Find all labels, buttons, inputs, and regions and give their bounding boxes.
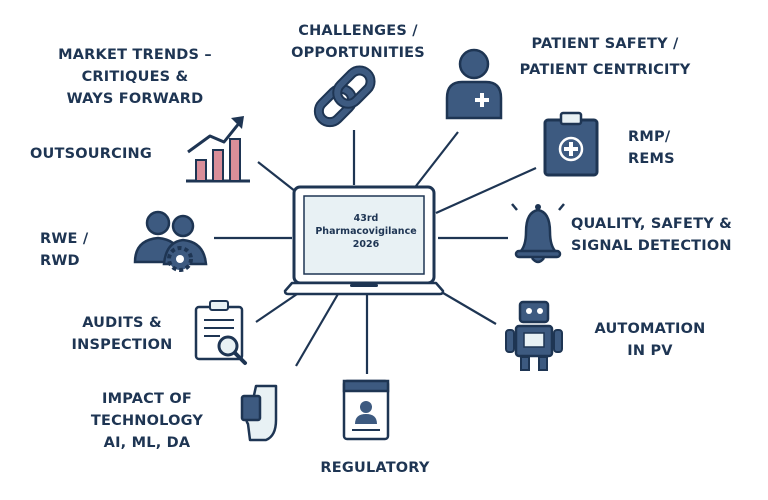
id-badge-icon xyxy=(342,379,390,441)
audit-clipboard-icon xyxy=(194,300,247,365)
label-market-trends-line-2: CRITIQUES & xyxy=(81,69,189,85)
label-patient-safety: PATIENT SAFETY / PATIENT CENTRICITY xyxy=(505,31,705,83)
label-rmp-line-1: RMP/ xyxy=(628,129,671,145)
label-rwe: RWE / RWD xyxy=(40,228,110,272)
label-regulatory: REGULATORY xyxy=(300,457,450,479)
event-title-line-1: 43rd xyxy=(353,213,379,224)
label-rwe-line-1: RWE / xyxy=(40,231,89,247)
event-title: 43rd Pharmacovigilance 2026 xyxy=(308,212,424,251)
label-outsourcing: OUTSOURCING xyxy=(30,143,170,165)
label-impact: IMPACT OF TECHNOLOGY AI, ML, DA xyxy=(82,388,212,454)
label-market-trends-line-1: MARKET TRENDS – xyxy=(58,47,212,63)
connector-impact xyxy=(295,293,339,367)
label-rmp-line-2: REMS xyxy=(628,151,675,167)
label-quality: QUALITY, SAFETY & SIGNAL DETECTION xyxy=(571,213,761,257)
label-outsourcing-line-1: OUTSOURCING xyxy=(30,146,152,162)
label-impact-line-1: IMPACT OF xyxy=(102,391,192,407)
label-audits-line-2: INSPECTION xyxy=(71,337,173,353)
laptop-icon xyxy=(283,185,445,296)
label-automation: AUTOMATION IN PV xyxy=(590,318,710,362)
event-title-line-3: 2026 xyxy=(352,239,380,250)
label-rwe-line-2: RWD xyxy=(40,253,80,269)
label-challenges-line-1: CHALLENGES / xyxy=(298,23,418,39)
connector-market-trends xyxy=(257,161,301,196)
connector-automation xyxy=(437,289,497,325)
label-market-trends-line-3: WAYS FORWARD xyxy=(66,91,204,107)
robot-icon xyxy=(505,300,563,371)
label-regulatory-line-1: REGULATORY xyxy=(320,460,430,476)
connector-patient-safety xyxy=(415,131,459,187)
medical-clipboard-icon xyxy=(543,111,599,177)
label-impact-line-3: AI, ML, DA xyxy=(103,435,191,451)
connector-audits xyxy=(255,291,301,323)
connector-rmp xyxy=(435,166,537,215)
label-challenges: CHALLENGES / OPPORTUNITIES xyxy=(282,20,434,64)
label-patient-safety-line-2: PATIENT CENTRICITY xyxy=(519,62,691,78)
label-market-trends: MARKET TRENDS – CRITIQUES & WAYS FORWARD xyxy=(50,44,220,110)
label-automation-line-2: IN PV xyxy=(627,343,673,359)
label-quality-line-1: QUALITY, SAFETY & xyxy=(571,216,733,232)
label-impact-line-2: TECHNOLOGY xyxy=(90,413,204,429)
label-automation-line-1: AUTOMATION xyxy=(594,321,706,337)
alarm-bell-icon xyxy=(511,203,565,264)
nurse-icon xyxy=(445,48,503,120)
label-audits: AUDITS & INSPECTION xyxy=(62,312,182,356)
label-patient-safety-line-1: PATIENT SAFETY / xyxy=(531,36,679,52)
label-quality-line-2: SIGNAL DETECTION xyxy=(571,238,732,254)
label-challenges-line-2: OPPORTUNITIES xyxy=(291,45,425,61)
event-title-line-2: Pharmacovigilance xyxy=(315,226,417,237)
label-rmp: RMP/ REMS xyxy=(628,126,718,170)
rising-bar-chart-icon xyxy=(186,116,250,183)
users-gear-icon xyxy=(133,210,208,272)
connectors xyxy=(214,130,537,374)
chain-link-icon xyxy=(313,65,376,128)
label-audits-line-1: AUDITS & xyxy=(82,315,162,331)
hand-phone-icon xyxy=(240,384,278,442)
